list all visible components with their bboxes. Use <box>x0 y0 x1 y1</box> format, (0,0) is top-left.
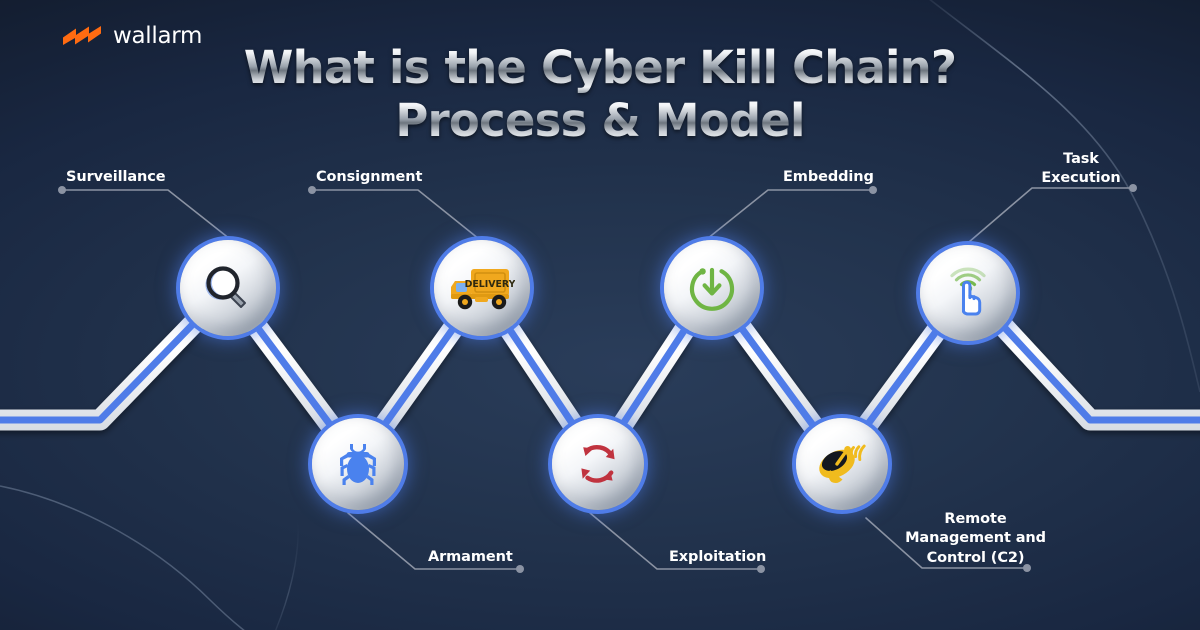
label-c2-line-1: Remote <box>944 511 1007 527</box>
label-c2: Remote Management and Control (C2) <box>878 510 1073 568</box>
connector-armament <box>347 512 521 570</box>
connector-task-execution <box>961 187 1134 249</box>
wallarm-logo[interactable]: wallarm <box>62 24 202 48</box>
page-title: What is the Cyber Kill Chain? Process & … <box>0 43 1200 146</box>
connector-exploitation <box>589 512 762 570</box>
label-c2-line-2: Management and <box>905 530 1046 547</box>
label-task-execution: Task Execution <box>1020 150 1142 189</box>
node-consignment[interactable]: DELIVERY <box>434 240 530 336</box>
title-line-1: What is the Cyber Kill Chain? <box>0 43 1200 93</box>
label-embedding: Embedding <box>783 169 874 185</box>
node-armament[interactable] <box>312 418 404 510</box>
label-c2-line-3: Control (C2) <box>926 549 1025 566</box>
label-armament: Armament <box>428 549 513 565</box>
wallarm-logo-text: wallarm <box>113 22 203 49</box>
connector-c2 <box>865 517 1028 569</box>
connector-end-dots <box>58 184 1137 573</box>
label-task-execution-line-2: Execution <box>1041 170 1121 187</box>
install-down-icon <box>689 267 735 311</box>
connector-consignment <box>311 189 485 244</box>
truck-delivery-text: DELIVERY <box>465 279 515 290</box>
connector-embedding <box>701 189 874 244</box>
label-task-execution-line-1: Task <box>1063 151 1099 167</box>
node-c2[interactable] <box>796 418 888 510</box>
cycle-arrows-icon <box>581 445 615 483</box>
delivery-truck-icon: DELIVERY <box>451 269 515 310</box>
node-embedding[interactable] <box>664 240 760 336</box>
node-exploitation[interactable] <box>552 418 644 510</box>
title-line-2: Process & Model <box>0 96 1200 146</box>
wallarm-bolt-logo-icon <box>63 26 101 45</box>
bug-icon <box>340 444 376 485</box>
label-consignment: Consignment <box>316 169 423 185</box>
label-surveillance: Surveillance <box>66 169 166 185</box>
node-surveillance[interactable] <box>180 240 276 336</box>
node-disc <box>552 418 644 510</box>
satellite-dish-icon <box>819 444 866 484</box>
tap-hand-icon <box>950 267 986 316</box>
node-task-execution[interactable] <box>920 245 1016 341</box>
connector-surveillance <box>61 189 236 244</box>
label-exploitation: Exploitation <box>669 549 767 565</box>
magnifier-icon <box>205 266 246 308</box>
